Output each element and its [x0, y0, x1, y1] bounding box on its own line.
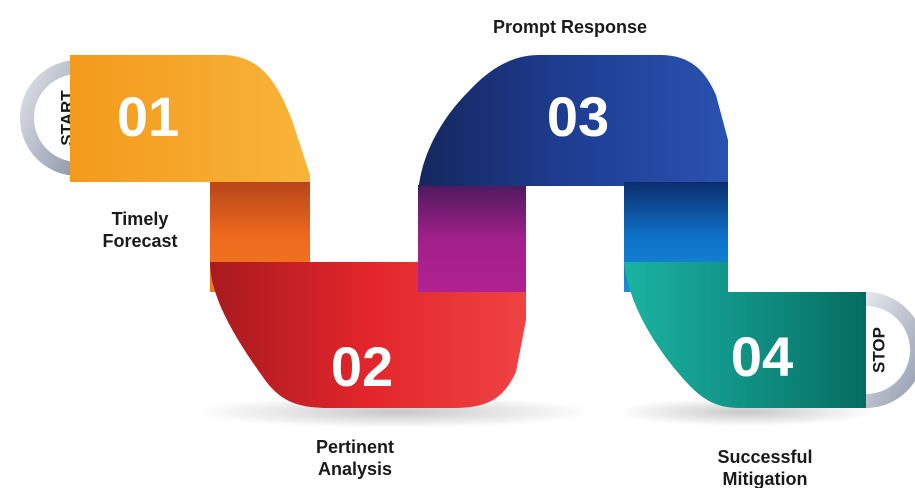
step-02-number: 02 [331, 335, 393, 398]
step-04-number: 04 [731, 325, 793, 388]
step-02-band [210, 262, 526, 408]
ribbon-shadow-left [195, 396, 595, 428]
stop-label: STOP [869, 327, 888, 373]
step-01-number: 01 [117, 85, 179, 148]
stop-cap: STOP [866, 292, 915, 408]
step-03-band [418, 55, 728, 200]
step-01-band [70, 55, 310, 200]
step-04-label: Successful Mitigation [717, 447, 813, 488]
step-02-fold [418, 185, 526, 292]
step-03-number: 03 [547, 85, 609, 148]
step-02-label: Pertinent Analysis [315, 437, 394, 479]
step-04-band [624, 262, 868, 408]
step-01-label: Timely Forecast [102, 209, 178, 251]
start-cap: START [20, 60, 78, 176]
step-03-label: Prompt Response [492, 17, 648, 37]
